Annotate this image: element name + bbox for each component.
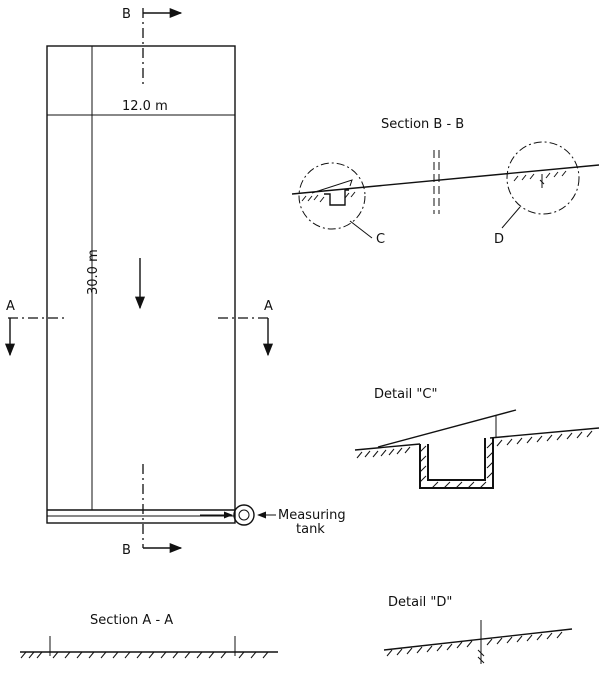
section-bb-ground-line — [291, 164, 599, 195]
detail-c-title: Detail "C" — [374, 387, 437, 402]
length-dimension-label: 30.0 m — [86, 249, 101, 295]
callout-c-leader — [349, 220, 373, 239]
section-aa-title: Section A - A — [90, 613, 173, 628]
plot-outline — [46, 45, 236, 524]
detail-c-ground-right — [489, 427, 599, 439]
section-bb-bund — [311, 179, 353, 194]
detail-c-hatch — [356, 430, 593, 489]
section-marker-a-right: A — [264, 299, 273, 314]
detail-c-ground-left — [354, 443, 421, 451]
section-aa: Section A - A — [20, 613, 278, 659]
callout-d-leader — [501, 206, 521, 229]
section-bb-title: Section B - B — [381, 117, 464, 132]
detail-c: Detail "C" — [354, 387, 599, 489]
callout-circle-c — [298, 162, 366, 230]
plan-view: 12.0 m 30.0 m B B A A Measuring tank — [4, 7, 346, 558]
section-marker-a-left: A — [6, 299, 15, 314]
detail-d-ground-line — [383, 628, 573, 651]
callout-circle-d — [506, 141, 580, 215]
width-dimension-label: 12.0 m — [122, 99, 168, 114]
detail-c-ditch-inner — [427, 438, 486, 481]
measuring-tank-inner — [238, 509, 250, 521]
callout-c-label: C — [376, 232, 385, 247]
detail-d-hatch — [386, 631, 563, 664]
section-marker-b-bottom: B — [122, 543, 131, 558]
detail-d: Detail "D" — [383, 595, 573, 664]
tank-label-line2: tank — [296, 522, 325, 537]
detail-d-title: Detail "D" — [388, 595, 452, 610]
section-bb: Section B - B C D — [291, 117, 599, 247]
detail-c-bund-slope — [377, 409, 517, 448]
callout-d-label: D — [494, 232, 504, 247]
section-bb-ditch — [324, 189, 349, 206]
section-bb-hatch-d — [513, 170, 567, 188]
tank-label-line1: Measuring — [278, 508, 346, 523]
section-marker-b-top: B — [122, 7, 131, 22]
section-aa-hatch — [20, 651, 269, 659]
section-bb-hatch-c — [301, 191, 356, 203]
measuring-tank-outer — [233, 504, 255, 526]
